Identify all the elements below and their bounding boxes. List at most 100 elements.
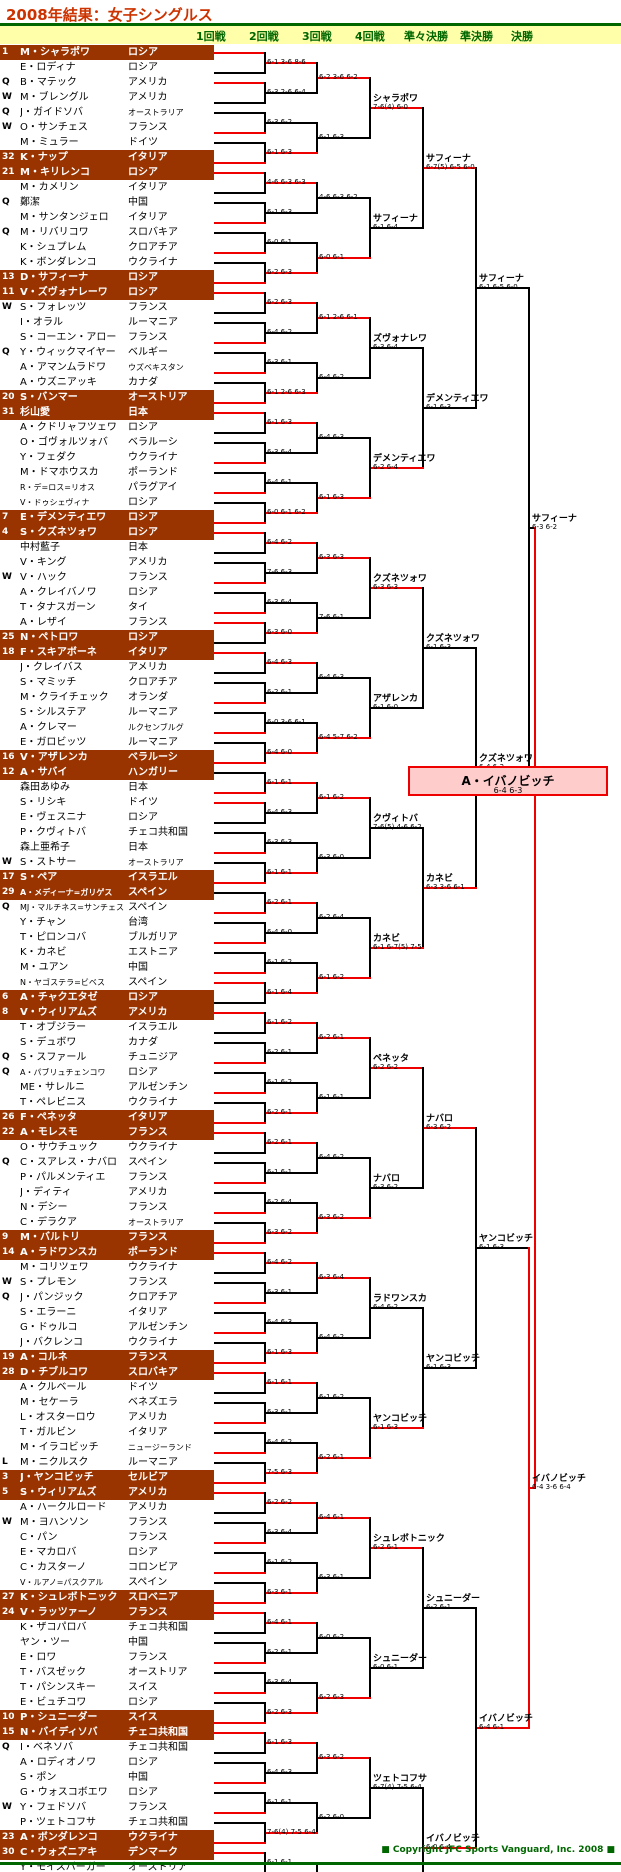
player-country: ロシア: [128, 422, 158, 433]
r1-bottom-line: [214, 1362, 266, 1364]
player-seed: L: [2, 1457, 8, 1467]
r3-join: [369, 797, 371, 857]
r1-join: [264, 502, 266, 522]
player-country: パラグアイ: [128, 482, 178, 493]
r1-join: [264, 1282, 266, 1302]
match-score: 6-0 6-1: [267, 238, 293, 246]
r1-bottom-line: [214, 432, 266, 434]
r3-bottom-line: [318, 1817, 371, 1819]
player-country: アメリカ: [128, 77, 168, 88]
r3-bottom-line: [318, 497, 371, 499]
r1-top-line: [214, 52, 266, 54]
player-row: O・サウチュックウクライナ: [0, 1140, 214, 1155]
r4-top-line: [371, 1547, 424, 1549]
match-score: 6-2 3-6 6-2: [319, 73, 358, 81]
r1-bottom-line: [214, 222, 266, 224]
r1-top-line: [214, 1102, 266, 1104]
player-name: V・ウィリアムズ: [20, 1007, 98, 1018]
r1-join: [264, 1522, 266, 1542]
r1-top-line: [214, 1012, 266, 1014]
player-row: A・アマンムラドワウズベキスタン: [0, 360, 214, 375]
r1-bottom-line: [214, 1602, 266, 1604]
player-row: A・ハークルロードアメリカ: [0, 1500, 214, 1515]
r1-bottom-line: [214, 312, 266, 314]
r2-bottom-line: [266, 932, 318, 934]
r1-top-line: [214, 1072, 266, 1074]
player-row: L・オスターロウアメリカ: [0, 1410, 214, 1425]
r1-join: [264, 1042, 266, 1062]
player-country: イタリア: [128, 1307, 168, 1318]
r4-join: [422, 1787, 424, 1872]
r3-join: [369, 557, 371, 617]
player-name: A・パブリュチェンコワ: [20, 1068, 106, 1077]
match-score: 6-1 6-3: [426, 403, 452, 411]
player-country: フランス: [128, 1517, 168, 1528]
player-country: セルビア: [128, 1472, 168, 1483]
advancing-player-name: ヤンコビッチ: [426, 1354, 481, 1364]
player-seed: W: [2, 572, 12, 582]
r3-top-line: [318, 557, 371, 559]
r1-join: [264, 1432, 266, 1452]
player-name: S・プレモン: [20, 1277, 77, 1288]
r1-top-line: [214, 1132, 266, 1134]
r4-join: [422, 1067, 424, 1187]
r3-bottom-line: [318, 377, 371, 379]
r1-top-line: [214, 1282, 266, 1284]
r2-top-line: [266, 422, 318, 424]
advancing-player-name: シュレボトニック: [373, 1534, 445, 1544]
r4-join: [422, 347, 424, 467]
player-name: T・オブジラー: [20, 1022, 87, 1033]
r4-top-line: [371, 107, 424, 109]
r3-join: [369, 1157, 371, 1217]
player-row: J・バクレンコウクライナ: [0, 1335, 214, 1350]
player-name: V・ズヴォナレーワ: [20, 287, 108, 298]
r2-top-line: [266, 1442, 318, 1444]
r1-join: [264, 982, 266, 1002]
r3-bottom-line: [318, 1697, 371, 1699]
r1-bottom-line: [214, 912, 266, 914]
r1-top-line: [214, 82, 266, 84]
r4-bottom-line: [371, 227, 424, 229]
r1-join: [264, 1582, 266, 1602]
r2-join: [316, 1382, 318, 1412]
player-seed: W: [2, 857, 12, 867]
player-country: ロシア: [128, 1697, 158, 1708]
match-score: 6-4 6-0: [267, 928, 293, 936]
qf-join: [475, 167, 477, 407]
player-row: M・サンタンジェロイタリア: [0, 210, 214, 225]
player-country: フランス: [128, 332, 168, 343]
player-name: J・バクレンコ: [20, 1337, 83, 1348]
player-country: ポーランド: [128, 1247, 178, 1258]
r2-join: [316, 1022, 318, 1052]
player-country: クロアチア: [128, 677, 178, 688]
match-score: 6-3 6-0: [319, 853, 345, 861]
r2-join: [316, 1142, 318, 1172]
player-name: V・ドゥシェヴィナ: [20, 498, 90, 507]
r1-join: [264, 742, 266, 762]
player-country: 日本: [128, 407, 148, 418]
r1-bottom-line: [214, 1122, 266, 1124]
match-score: 6-4 3-6 6-4: [532, 1483, 571, 1491]
r1-bottom-line: [214, 522, 266, 524]
player-name: G・ウォスコボエワ: [20, 1787, 108, 1798]
match-score: 7-6(4) 7-5 6-4: [267, 1828, 316, 1836]
r2-join: [316, 1742, 318, 1772]
r2-join: [316, 842, 318, 872]
r2-top-line: [266, 1142, 318, 1144]
match-score: 6-1 6-2: [319, 1393, 345, 1401]
r1-bottom-line: [214, 1482, 266, 1484]
r1-join: [264, 922, 266, 942]
player-seed: Q: [2, 197, 10, 207]
player-name: C・ウォズニアキ: [20, 1847, 98, 1858]
qf-bottom-line: [424, 407, 477, 409]
r1-top-line: [214, 112, 266, 114]
r1-join: [264, 1222, 266, 1242]
match-score: 6-1 6-2: [267, 1558, 293, 1566]
player-country: ロシア: [128, 1547, 158, 1558]
match-score: 6-1 6-7(5) 7-5: [373, 943, 422, 951]
qf-bottom-line: [424, 1367, 477, 1369]
